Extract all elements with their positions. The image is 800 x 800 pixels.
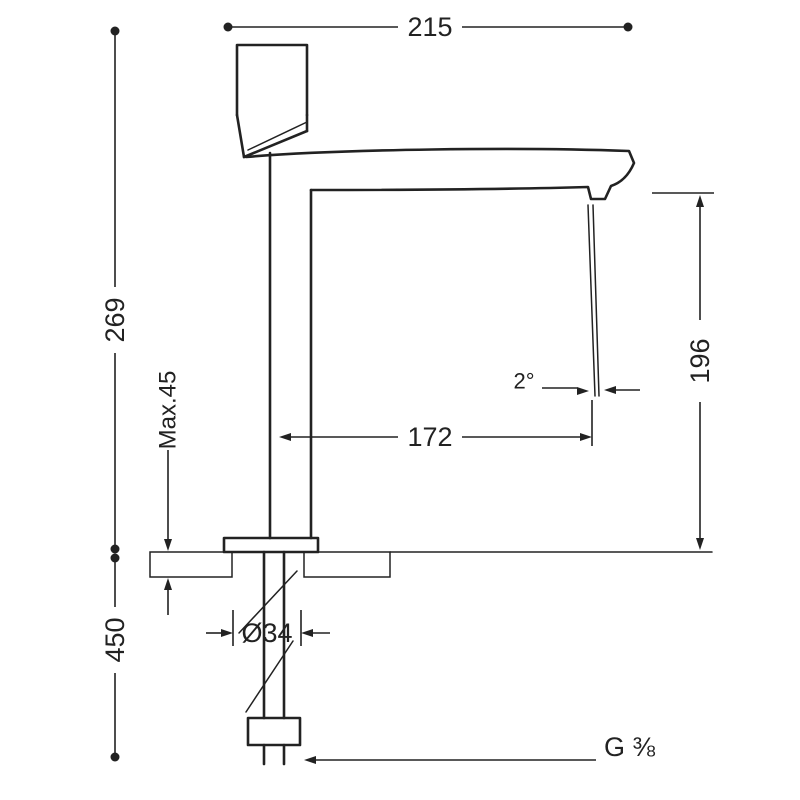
- dim-max-deck-thickness: Max.45: [155, 371, 182, 615]
- lever-bottom-edge: [242, 129, 309, 159]
- countertop-hatch-left: [149, 551, 233, 578]
- countertop: [149, 551, 713, 578]
- arrow-down-icon: [164, 539, 172, 551]
- supply-pipe: [238, 550, 302, 766]
- dim-label-269: 269: [100, 297, 130, 342]
- pipe-break-line-upper: [238, 570, 298, 634]
- stream-line-right: [592, 204, 600, 397]
- dim-stream-angle: 2°: [513, 369, 640, 395]
- dim-label-215: 215: [407, 12, 452, 42]
- handle-left-slant: [235, 113, 246, 159]
- spout-arm: [244, 147, 636, 201]
- dim-overall-depth: 215: [223, 12, 633, 42]
- pipe-walls: [262, 550, 286, 720]
- handle-block: [235, 43, 309, 117]
- stream-line-left: [587, 204, 596, 397]
- arrow-up-icon: [696, 195, 704, 207]
- dim-label-450: 450: [100, 617, 130, 662]
- dim-thread-size: G ⅜: [304, 732, 656, 764]
- dim-spout-height: 196: [652, 192, 715, 550]
- dim-below-deck-length: 450: [100, 553, 130, 762]
- lever-seam-line: [247, 121, 308, 151]
- arrow-left-icon: [304, 756, 316, 764]
- thread-fitting: [246, 716, 302, 747]
- dim-spout-reach: 172: [279, 400, 593, 452]
- base-flange: [222, 536, 320, 554]
- arrow-left-icon: [279, 433, 291, 441]
- pipe-stub: [262, 743, 286, 766]
- dim-label-o34: Ø34: [241, 618, 292, 648]
- dim-hole-diameter: Ø34: [206, 610, 330, 648]
- arrow-right-icon: [580, 433, 592, 441]
- dim-label-g38: G ⅜: [604, 732, 656, 762]
- countertop-hatch-right: [303, 551, 391, 578]
- arrow-up-icon: [164, 578, 172, 590]
- dim-label-2deg: 2°: [513, 369, 534, 394]
- dim-label-172: 172: [407, 422, 452, 452]
- arrow-left-icon: [604, 386, 616, 394]
- arrow-right-icon: [221, 629, 233, 637]
- dim-label-max45: Max.45: [155, 371, 182, 450]
- arrow-left-icon: [301, 629, 313, 637]
- arrow-right-icon: [577, 387, 589, 395]
- arrow-down-icon: [696, 538, 704, 550]
- water-stream: [587, 204, 600, 397]
- dim-label-196: 196: [685, 338, 715, 383]
- dim-height-above-deck: 269: [100, 26, 130, 554]
- pipe-break-line-lower: [245, 640, 294, 713]
- faucet-body: [222, 43, 636, 554]
